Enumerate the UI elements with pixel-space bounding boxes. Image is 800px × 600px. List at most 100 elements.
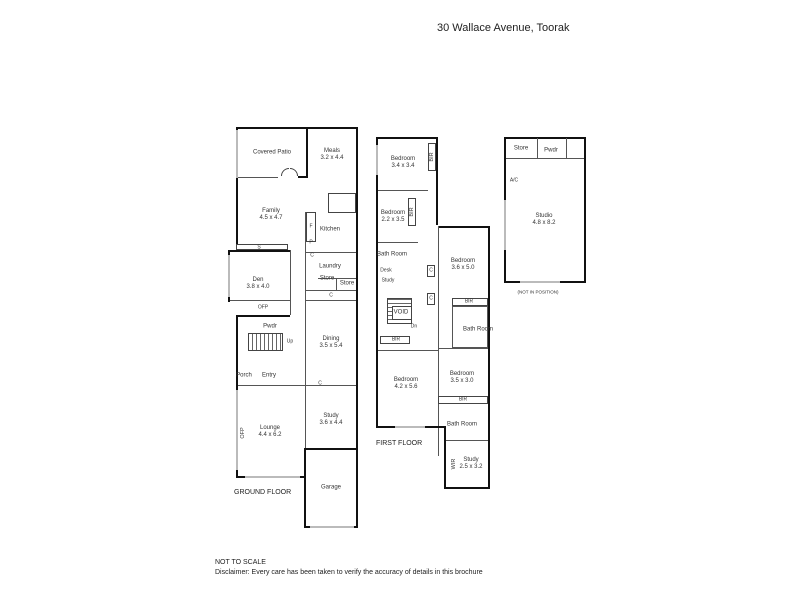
wall bbox=[356, 127, 358, 487]
staircase bbox=[248, 333, 283, 351]
wall bbox=[298, 176, 308, 178]
fixture-bir: BIR bbox=[391, 336, 401, 343]
room-powder: Pwdr bbox=[263, 323, 277, 330]
wall bbox=[356, 448, 358, 528]
cupboard bbox=[427, 265, 435, 277]
servery bbox=[236, 244, 288, 250]
wall bbox=[305, 212, 306, 502]
room-kitchen: Kitchen bbox=[319, 226, 341, 233]
wall bbox=[305, 252, 356, 253]
wall bbox=[444, 426, 446, 488]
wall bbox=[306, 127, 308, 177]
wall bbox=[305, 300, 356, 301]
not-to-scale-note: NOT TO SCALE bbox=[215, 559, 266, 566]
wall bbox=[236, 127, 306, 129]
wall bbox=[376, 137, 438, 139]
wall bbox=[378, 190, 428, 191]
room-desk-study: Study bbox=[381, 277, 395, 284]
wall bbox=[378, 242, 418, 243]
wall bbox=[566, 138, 567, 158]
window bbox=[236, 390, 238, 470]
wall bbox=[378, 350, 438, 351]
wall bbox=[504, 137, 586, 139]
fixture-fridge: F bbox=[309, 223, 313, 230]
fixture-ofp: OFP bbox=[257, 304, 269, 311]
wall bbox=[304, 448, 358, 450]
fixture-wir: WIR bbox=[451, 458, 457, 470]
room-store: Store bbox=[513, 145, 529, 152]
fixture-cupboard: C bbox=[318, 380, 322, 387]
bathroom-wall bbox=[452, 306, 488, 348]
cupboard bbox=[427, 293, 435, 305]
room-store: Store bbox=[339, 280, 355, 287]
bir bbox=[408, 198, 416, 226]
window bbox=[520, 281, 560, 283]
stair-up-label: Up bbox=[286, 338, 294, 345]
fixture-bir: BIR bbox=[429, 152, 435, 162]
window bbox=[376, 145, 378, 175]
window bbox=[504, 200, 506, 250]
wall bbox=[305, 290, 356, 291]
wall bbox=[230, 300, 290, 301]
disclaimer-text: Disclaimer: Every care has been taken to… bbox=[215, 569, 483, 576]
wall bbox=[304, 448, 306, 526]
fixture-cupboard: C bbox=[429, 295, 433, 302]
fixture-ac: A/C bbox=[509, 177, 519, 184]
wall bbox=[236, 315, 290, 317]
wall bbox=[228, 250, 290, 252]
wall bbox=[537, 138, 538, 158]
room-bath: Bath Room bbox=[446, 421, 478, 428]
room-covered-patio: Covered Patio bbox=[252, 149, 292, 156]
wall bbox=[236, 127, 238, 250]
stair-down-label: Dn bbox=[410, 323, 418, 330]
wall bbox=[506, 158, 584, 159]
fixture-bir: BIR bbox=[464, 298, 474, 305]
bir bbox=[380, 336, 410, 344]
ground-floor-label: GROUND FLOOR bbox=[234, 489, 292, 496]
room-bath: Bath Room bbox=[376, 251, 408, 258]
fixture-pantry: P bbox=[309, 239, 313, 246]
property-address-title: 30 Wallace Avenue, Toorak bbox=[437, 22, 570, 34]
room-laundry: Laundry bbox=[319, 263, 341, 270]
not-in-position-note: (NOT IN POSITION) bbox=[517, 289, 559, 295]
fixture-cupboard: C bbox=[429, 267, 433, 274]
wall bbox=[438, 348, 488, 349]
wall bbox=[236, 315, 238, 385]
room-powder: Pwdr bbox=[544, 147, 558, 154]
room-bath: Bath Room bbox=[462, 326, 494, 333]
fixture-ofp: OFP bbox=[240, 427, 246, 439]
fixture-cupboard: C bbox=[310, 252, 314, 259]
kitchen-bench bbox=[328, 193, 356, 213]
window bbox=[228, 255, 230, 297]
wall bbox=[290, 250, 291, 315]
wall bbox=[336, 278, 337, 290]
wall bbox=[236, 385, 356, 386]
wall bbox=[238, 177, 278, 178]
room-porch: Porch bbox=[236, 372, 252, 379]
void-label: VOID bbox=[393, 309, 409, 316]
wall bbox=[584, 137, 586, 282]
wall bbox=[436, 137, 438, 225]
bir bbox=[428, 143, 436, 171]
fixture-bir: BIR bbox=[409, 207, 415, 217]
door-swing bbox=[290, 168, 298, 176]
void bbox=[392, 306, 412, 320]
room-store: Store bbox=[319, 275, 335, 282]
wall bbox=[438, 226, 439, 456]
wall bbox=[446, 440, 488, 441]
garage-door bbox=[310, 526, 354, 528]
fixture-desk: Desk bbox=[380, 267, 392, 274]
wall bbox=[438, 226, 490, 228]
window bbox=[245, 476, 300, 478]
